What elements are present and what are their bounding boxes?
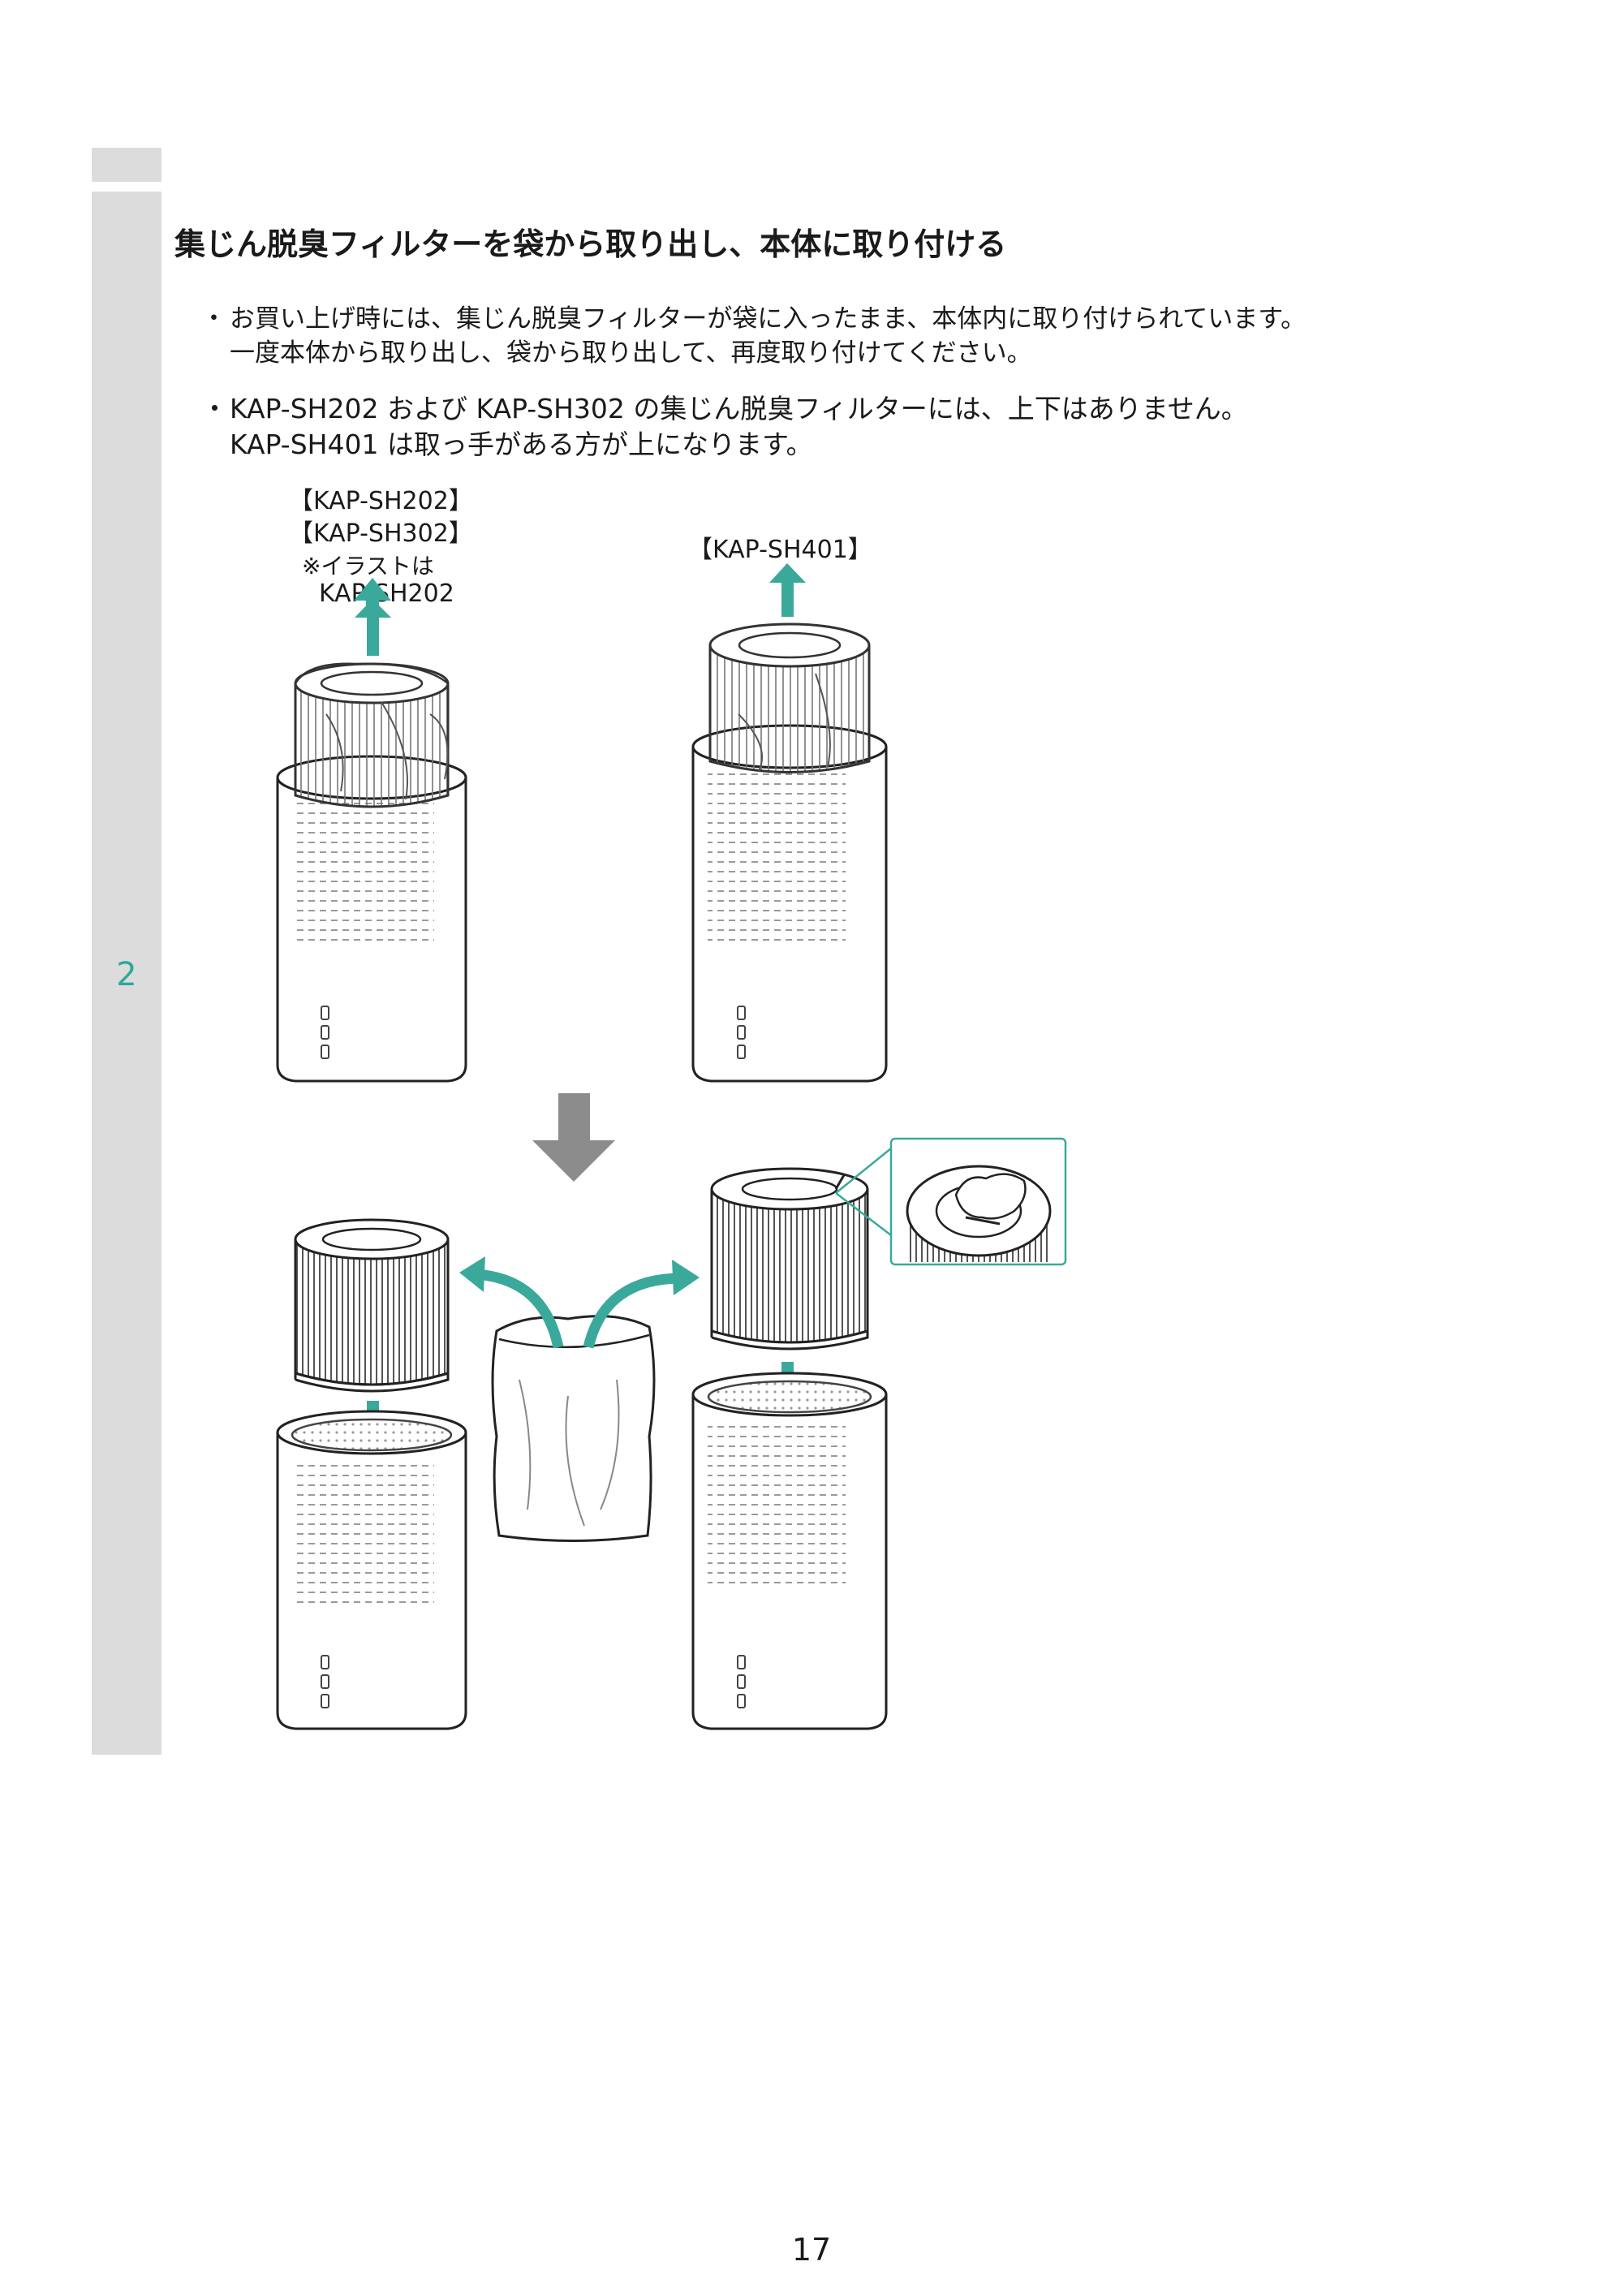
bullet-note-1: ・ お買い上げ時には、集じん脱臭フィルターが袋に入ったまま、本体内に取り付けられ…: [201, 302, 1306, 370]
bullet-marker: ・: [201, 393, 228, 424]
purifier-sh202-with-bagged-filter: [276, 578, 467, 1083]
filter-sh401-removed: [710, 1167, 869, 1350]
handle-detail-callout: [835, 1137, 1067, 1266]
down-arrow-icon: [532, 1093, 615, 1182]
hand-icon: [954, 1173, 1027, 1220]
bullet-line: お買い上げ時には、集じん脱臭フィルターが袋に入ったまま、本体内に取り付けられてい…: [230, 304, 1307, 334]
chapter-number: 2: [116, 956, 137, 993]
illustration-note: ※イラストは: [302, 553, 434, 579]
filter-bag: [491, 1315, 656, 1542]
chapter-sidebar: [92, 192, 161, 1755]
filter-sh202-removed: [294, 1218, 450, 1393]
up-arrow-icon: [769, 563, 806, 617]
illustration-note-model: KAP-SH202: [319, 579, 454, 608]
bullet-line: KAP-SH401 は取っ手がある方が上になります。: [230, 429, 813, 460]
bullet-marker: ・: [201, 304, 226, 334]
chapter-tab-top: [92, 148, 161, 182]
purifier-sh401-with-bagged-filter: [691, 563, 888, 1083]
curved-arrow-right: [583, 1273, 682, 1349]
bullet-line: KAP-SH202 および KAP-SH302 の集じん脱臭フィルターには、上下…: [230, 393, 1248, 424]
purifier-sh401-empty: [691, 1372, 888, 1730]
model-label-sh302: 【KAP-SH302】: [289, 519, 473, 548]
arrow-head-right-icon: [672, 1260, 700, 1295]
curved-arrow-left: [474, 1269, 564, 1349]
section-title: 集じん脱臭フィルターを袋から取り出し、本体に取り付ける: [174, 226, 1007, 262]
model-label-sh202: 【KAP-SH202】: [289, 487, 473, 515]
page-number: 17: [791, 2232, 832, 2268]
purifier-sh202-empty: [276, 1410, 467, 1730]
model-label-sh401: 【KAP-SH401】: [688, 536, 872, 564]
arrow-head-left-icon: [459, 1256, 485, 1292]
bullet-line: 一度本体から取り出し、袋から取り出して、再度取り付けてください。: [230, 338, 1032, 368]
bullet-note-2: ・ KAP-SH202 および KAP-SH302 の集じん脱臭フィルターには、…: [201, 391, 1248, 463]
